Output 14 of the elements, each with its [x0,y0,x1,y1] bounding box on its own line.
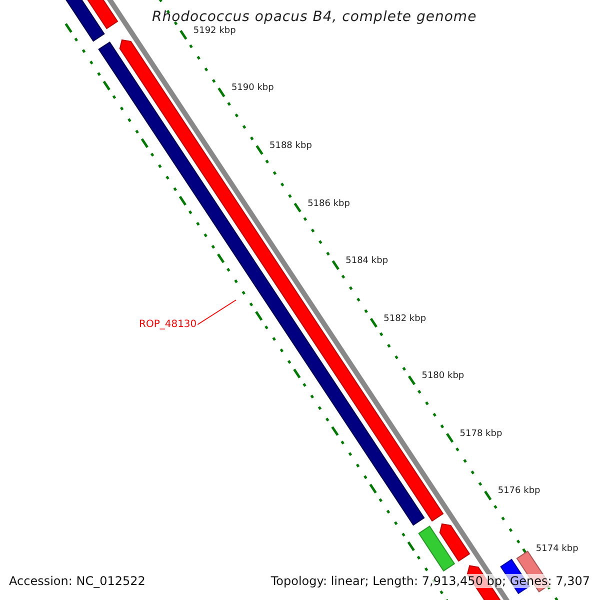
scale-label: 5188 kbp [270,140,312,151]
scale-label: 5178 kbp [460,428,502,439]
scale-label: 5180 kbp [422,371,464,382]
accession-text: Accession: NC_012522 [9,574,146,588]
leader-line [197,300,236,325]
scale-label: 5190 kbp [231,83,274,94]
scale-label: 5174 kbp [536,544,578,554]
scale-label: 5176 kbp [498,486,540,496]
gene-label: ROP_48130 [139,319,197,330]
scale-label: 5182 kbp [384,314,426,324]
title: Rhodococcus opacus B4, complete genome [152,9,477,25]
summary-text: Topology: linear; Length: 7,913,450 bp; Genes: 7,307 [270,574,590,588]
scale-label: 5184 kbp [346,256,388,266]
scale-label: 5186 kbp [308,198,350,209]
